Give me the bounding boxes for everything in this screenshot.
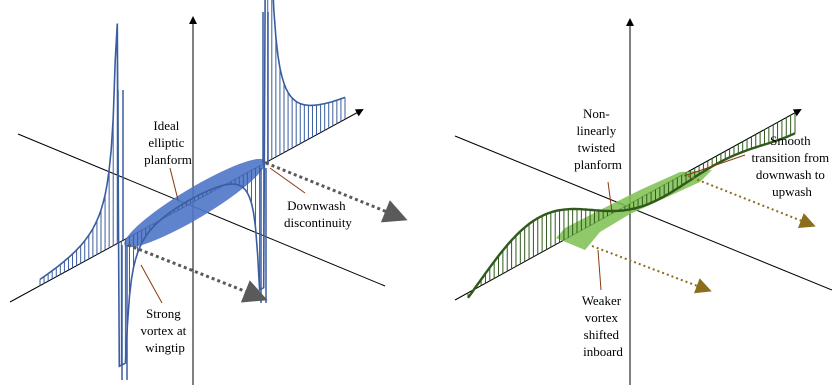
label-downwash-discontinuity: Downwash discontinuity — [284, 198, 352, 230]
leader-discontinuity — [269, 167, 306, 194]
label-ideal-elliptic-planform: Ideal elliptic planform — [144, 118, 192, 167]
left-tip-vortex-arrow — [265, 161, 408, 223]
right-inboard-vortex-arrow — [591, 245, 712, 294]
leader-wingtip — [140, 264, 163, 304]
leader-planform-left — [169, 167, 179, 201]
right-panel: Non- linearly twisted planform Smooth tr… — [454, 18, 832, 385]
label-weaker-vortex-inboard: Weaker vortex shifted inboard — [582, 293, 625, 359]
left-panel: Ideal elliptic planform Downwash discont… — [9, 0, 408, 385]
elliptic-planform — [124, 158, 266, 248]
leader-transition — [683, 154, 746, 177]
right-downwash-curve — [467, 132, 796, 299]
left-tip-spikes — [117, 12, 269, 380]
left-downwash-curve — [39, 0, 346, 368]
right-outboard-vortex-arrow — [687, 175, 816, 229]
right-downwash-hatching — [467, 112, 796, 298]
leader-planform-right — [607, 181, 613, 213]
label-nonlinear-twisted-planform: Non- linearly twisted planform — [574, 106, 622, 172]
leader-inboard — [597, 249, 602, 291]
right-span-axis — [454, 135, 832, 291]
left-wingtip-vortex-arrow — [127, 243, 268, 303]
label-smooth-transition: Smooth transition from downwash to upwas… — [752, 133, 832, 199]
label-strong-vortex-wingtip: Strong vortex at wingtip — [140, 306, 189, 355]
